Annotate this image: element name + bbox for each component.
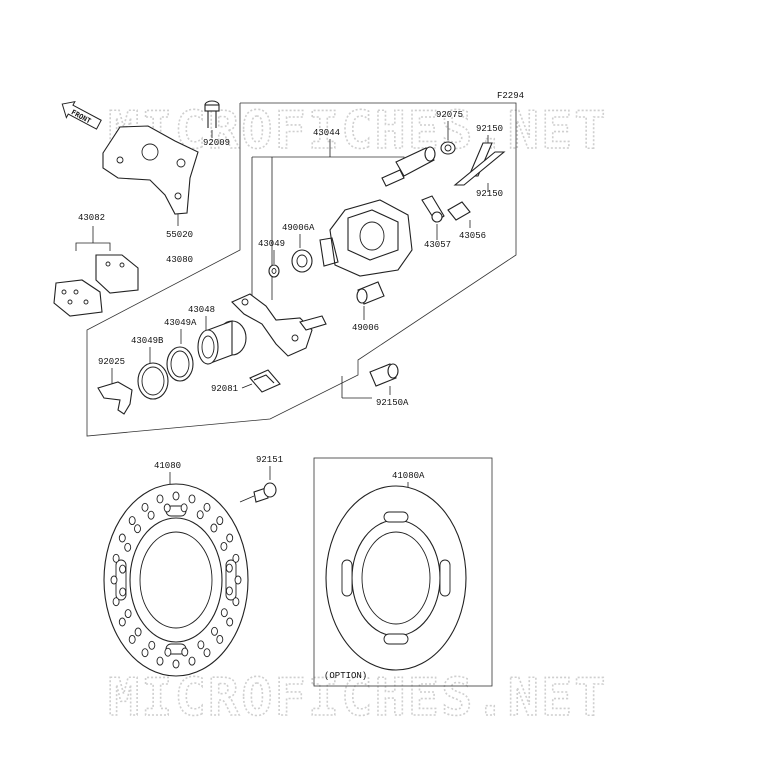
label-92009: 92009 — [203, 138, 230, 148]
disc-hole — [172, 491, 180, 501]
disc-hole — [226, 533, 234, 543]
label-92150-bottom: 92150 — [476, 189, 503, 199]
disc-hole — [188, 656, 196, 666]
slide-pin-top — [381, 146, 436, 187]
bolt-92009 — [204, 100, 220, 128]
disc-hole — [112, 597, 120, 607]
brake-disc-41080A — [325, 485, 467, 671]
pin-92150-b — [453, 151, 506, 186]
spring-plate-92081 — [249, 369, 281, 393]
disc-hole — [148, 640, 156, 650]
disc-hole — [188, 494, 196, 504]
label-92025: 92025 — [98, 357, 125, 367]
disc-hole — [211, 626, 218, 636]
disc-hole — [216, 516, 224, 526]
bolt-92150A — [369, 363, 399, 387]
assembly-frame — [86, 102, 517, 437]
disc-hole — [172, 659, 180, 669]
disc-hole — [232, 553, 240, 563]
piston-43048 — [197, 320, 247, 365]
disc-hole — [110, 575, 118, 585]
disc-hole — [225, 586, 233, 596]
disc-hole — [124, 609, 132, 619]
disc-hole — [128, 516, 136, 526]
disc-hole — [234, 575, 242, 585]
disc-hole — [225, 563, 233, 573]
brake-pad-rear — [95, 254, 139, 294]
label-43049: 43049 — [258, 239, 285, 249]
disc-hole — [147, 510, 155, 520]
label-43056: 43056 — [459, 231, 486, 241]
disc-hole — [119, 587, 127, 597]
brake-disc-41080 — [103, 483, 249, 677]
bracket-55020 — [102, 125, 199, 215]
label-92081: 92081 — [211, 384, 238, 394]
caliper-body — [319, 199, 413, 277]
seal-49006A — [291, 249, 313, 273]
disc-hole — [156, 494, 164, 504]
disc-hole — [181, 647, 189, 657]
label-43080: 43080 — [166, 255, 193, 265]
label-92150A: 92150A — [376, 398, 409, 408]
disc-hole — [226, 617, 234, 627]
disc-hole — [164, 647, 172, 657]
brake-pad-front — [53, 279, 103, 317]
bolt-92151 — [253, 482, 277, 503]
disc-hole — [118, 533, 126, 543]
disc-hole — [163, 503, 171, 513]
bushing-92075 — [440, 141, 456, 155]
washer-43049 — [268, 264, 280, 278]
clip-92025 — [97, 381, 133, 415]
disc-hole — [141, 502, 149, 512]
disc-hole — [134, 524, 141, 534]
pin-92150-a — [468, 142, 493, 177]
disc-hole — [220, 608, 228, 618]
disc-hole — [203, 648, 211, 658]
disc-holes — [110, 491, 242, 669]
label-43082: 43082 — [78, 213, 105, 223]
label-92150-top: 92150 — [476, 124, 503, 134]
label-55020: 55020 — [166, 230, 193, 240]
watermark-bottom: MICROFICHES.NET — [108, 668, 608, 728]
disc-hole — [156, 656, 164, 666]
label-41080: 41080 — [154, 461, 181, 471]
label-43044: 43044 — [313, 128, 340, 138]
figure-code: F2294 — [497, 91, 524, 101]
label-49006: 49006 — [352, 323, 379, 333]
disc-hole — [220, 541, 228, 551]
label-49006A: 49006A — [282, 223, 315, 233]
disc-hole — [180, 503, 188, 513]
bleeder-43057 — [421, 195, 445, 223]
disc-hole — [197, 640, 205, 650]
label-92151: 92151 — [256, 455, 283, 465]
disc-hole — [128, 634, 136, 644]
disc-hole — [210, 523, 218, 533]
label-43049A: 43049A — [164, 318, 197, 328]
disc-hole — [134, 627, 142, 637]
option-label: (OPTION) — [324, 671, 367, 681]
front-arrow-icon: FRONT — [61, 101, 102, 130]
disc-hole — [119, 564, 127, 574]
disc-hole — [118, 617, 126, 627]
seal-43049A — [166, 346, 194, 382]
disc-hole — [124, 542, 132, 552]
disc-hole — [203, 502, 211, 512]
caliper-bracket — [231, 293, 327, 357]
label-43048: 43048 — [188, 305, 215, 315]
bolt-49006 — [356, 281, 385, 305]
label-43057: 43057 — [424, 240, 451, 250]
cap-43056 — [447, 201, 471, 221]
disc-hole — [232, 597, 240, 607]
disc-hole — [141, 648, 149, 658]
label-92075: 92075 — [436, 110, 463, 120]
disc-hole — [196, 510, 204, 520]
seal-43049B — [137, 362, 169, 400]
label-41080A: 41080A — [392, 471, 425, 481]
disc-hole — [112, 553, 120, 563]
option-frame — [313, 457, 493, 687]
disc-hole — [216, 634, 224, 644]
label-43049B: 43049B — [131, 336, 164, 346]
